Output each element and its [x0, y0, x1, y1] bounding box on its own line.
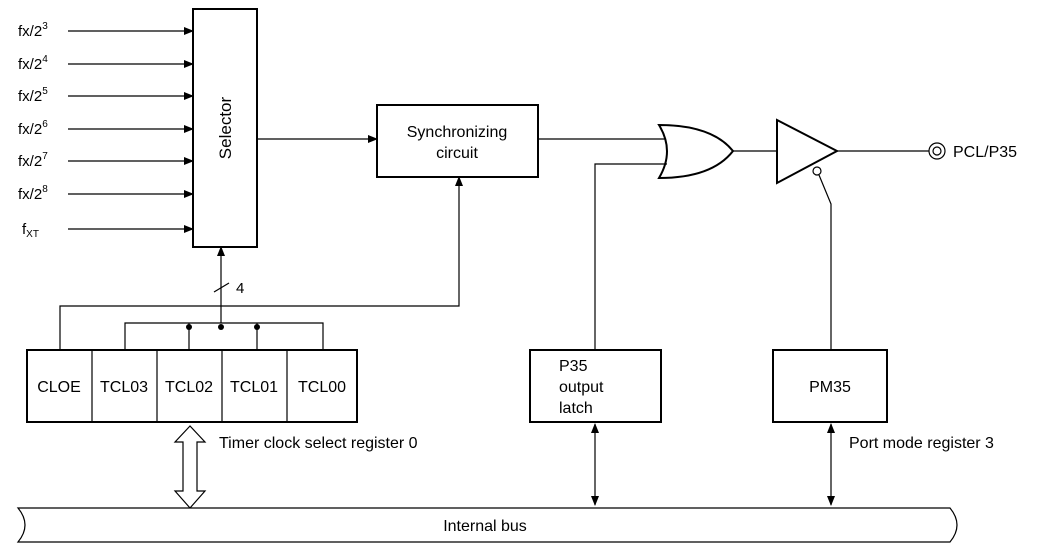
latch-to-or-wire — [594, 163, 667, 350]
input-base: f — [22, 221, 27, 238]
bus-junction — [254, 324, 260, 330]
register-cell-tcl01: TCL01 — [230, 379, 278, 396]
p35-label-line1: P35 — [559, 358, 588, 375]
p35-label-line2: output — [559, 379, 604, 396]
register-cell-tcl03: TCL03 — [100, 379, 148, 396]
input-fxt: fXT — [22, 221, 194, 240]
input-fx-2-8: fx/28 — [18, 184, 194, 203]
input-fx-2-4: fx/24 — [18, 54, 194, 73]
timer-clock-select-register: CLOE TCL03 TCL02 TCL01 TCL00 — [26, 349, 358, 423]
port-mode-label: Port mode register 3 — [849, 435, 994, 452]
output-pin-label: PCL/P35 — [953, 144, 1017, 161]
input-sub: XT — [26, 229, 39, 240]
input-base: fx/2 — [18, 88, 42, 105]
synchronizing-circuit-block: Synchronizing circuit — [376, 104, 539, 178]
input-fx-2-7: fx/27 — [18, 151, 194, 170]
svg-text:fx/23: fx/23 — [18, 21, 48, 40]
pm35-to-buffer-wire — [818, 174, 832, 350]
selector-label: Selector — [216, 96, 235, 159]
sync-label-line1: Synchronizing — [407, 124, 508, 141]
input-sup: 8 — [42, 184, 48, 195]
register-cell-tcl00: TCL00 — [298, 379, 346, 396]
output-buffer — [776, 118, 840, 185]
svg-text:fx/26: fx/26 — [18, 119, 48, 138]
input-base: fx/2 — [18, 153, 42, 170]
input-sup: 5 — [42, 86, 48, 97]
p35-output-latch-block: P35 output latch — [529, 349, 662, 423]
bus-junction — [218, 324, 224, 330]
register-cell-cloe: CLOE — [37, 379, 81, 396]
input-fx-2-6: fx/26 — [18, 119, 194, 138]
svg-text:fx/25: fx/25 — [18, 86, 48, 105]
sync-label-line2: circuit — [436, 145, 478, 162]
register-bus-double-arrow — [173, 425, 207, 509]
register-cell-tcl02: TCL02 — [165, 379, 213, 396]
register-label: Timer clock select register 0 — [219, 435, 418, 452]
input-sup: 6 — [42, 119, 48, 130]
input-base: fx/2 — [18, 56, 42, 73]
input-base: fx/2 — [18, 121, 42, 138]
buffer-enable-bubble — [812, 166, 822, 176]
input-fx-2-5: fx/25 — [18, 86, 194, 105]
output-pin-icon — [928, 142, 946, 160]
input-sup: 4 — [42, 54, 48, 65]
internal-bus: Internal bus — [16, 507, 958, 543]
svg-text:fx/24: fx/24 — [18, 54, 48, 73]
or-gate — [657, 123, 735, 180]
svg-text:fx/27: fx/27 — [18, 151, 48, 170]
input-signals: fx/23 fx/24 fx/25 fx/26 fx/27 fx/28 fXT — [18, 21, 194, 240]
pm35-block: PM35 — [772, 349, 888, 423]
bus-width-label: 4 — [236, 280, 244, 297]
input-base: fx/2 — [18, 186, 42, 203]
input-sup: 7 — [42, 151, 48, 162]
cloe-to-sync-wire — [59, 176, 463, 350]
input-fx-2-3: fx/23 — [18, 21, 194, 40]
pm35-label: PM35 — [809, 379, 851, 396]
selector-block: Selector — [192, 8, 258, 248]
input-base: fx/2 — [18, 23, 42, 40]
bus-junction — [186, 324, 192, 330]
internal-bus-label: Internal bus — [443, 518, 527, 535]
p35-label-line3: latch — [559, 400, 593, 417]
bus-width-slash — [213, 282, 230, 293]
input-sup: 3 — [42, 21, 48, 32]
tcl-bit-bus — [124, 322, 324, 350]
svg-text:fXT: fXT — [22, 221, 39, 240]
svg-text:fx/28: fx/28 — [18, 184, 48, 203]
